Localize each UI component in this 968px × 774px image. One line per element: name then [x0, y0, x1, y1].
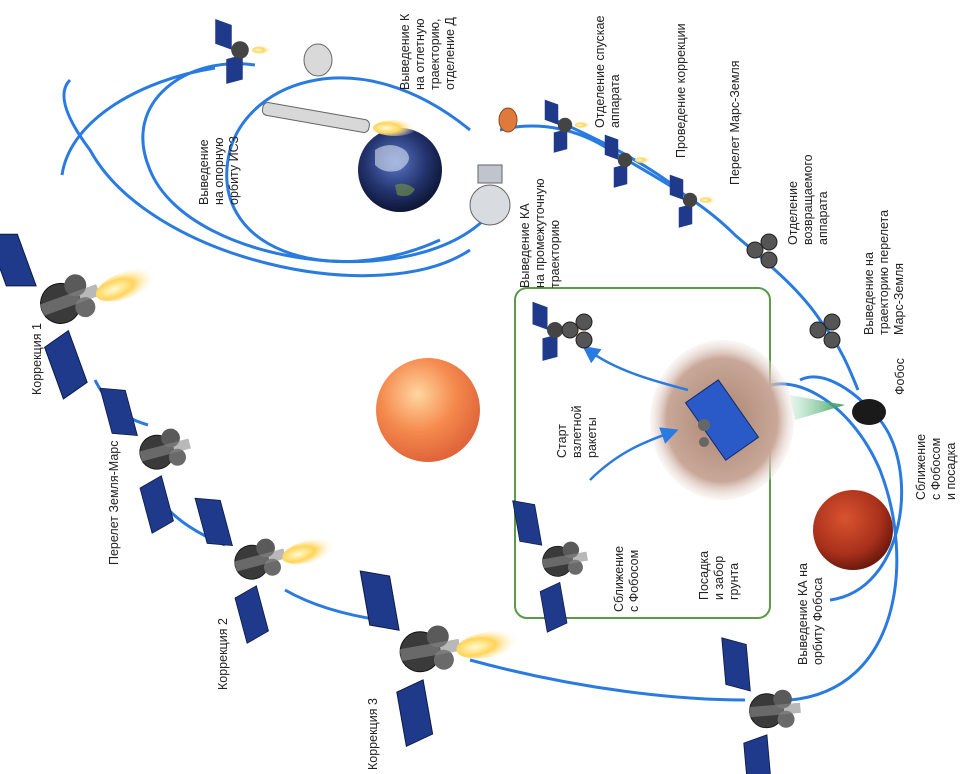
transfer-orbit-leg5: [469, 658, 746, 702]
lander-on-phobos: [684, 379, 760, 461]
label-line: аппарата: [608, 74, 622, 128]
label-line: орбиту ИСЗ: [227, 135, 241, 205]
return-capsule-separation: [746, 233, 778, 269]
label-line: Выведение: [197, 139, 211, 205]
spacecraft-descent-separation: [544, 99, 592, 153]
label-perelet-zemlya-mars: Перелет Земля-Марс: [107, 441, 122, 565]
transfer-orbit-outer: [62, 78, 471, 278]
label-line: Коррекция 3: [366, 698, 380, 770]
spacecraft-inset-approach: [512, 500, 588, 633]
launch-rocket: [261, 102, 417, 136]
label-vyvedenie-opornaya: Выведение на опорную орбиту ИСЗ: [197, 136, 242, 205]
label-fobos: Фобос: [893, 358, 908, 395]
label-vyvedenie-orbita-fobosa: Выведение КА на орбиту Фобоса: [796, 563, 826, 665]
label-korrektsiya-2: Коррекция 2: [216, 618, 231, 690]
label-line: Отделение: [786, 181, 800, 245]
label-line: Выведение на: [862, 252, 876, 335]
spacecraft-layer: [0, 18, 841, 774]
label-line: траекторию,: [428, 18, 442, 90]
label-line: Сближение: [914, 433, 928, 500]
label-line: Коррекция 2: [216, 618, 230, 690]
label-line: Сближение: [612, 545, 626, 612]
label-otdelenie-spusk: Отделение спускае аппарата: [593, 16, 623, 128]
label-line: Перелет Земля-Марс: [107, 440, 121, 565]
return-stage-mars-earth: [809, 313, 841, 349]
spacecraft-mars-earth: [669, 174, 717, 228]
label-sblizhenie-posadka: Сближение с Фобосом и посадка: [914, 434, 959, 500]
label-line: с Фобосом: [627, 549, 641, 612]
phobos-capture-orbit: [759, 382, 899, 702]
mars-orbit-inner: [799, 375, 904, 602]
label-line: на промежуточную: [533, 178, 547, 288]
label-provedenie-korrektsii: Проведение коррекции: [674, 23, 689, 158]
label-line: Перелет Марс-Земля: [728, 60, 742, 185]
earth: [358, 128, 442, 212]
label-start-vzletnoy: Старт взлетной ракеты: [555, 406, 600, 458]
label-sblizhenie-s-fobosom: Сближение с Фобосом: [612, 546, 642, 612]
spacecraft-parking-orbit: [215, 18, 272, 84]
label-line: Марс-Земля: [892, 262, 906, 335]
sun: [376, 358, 480, 462]
spacecraft-intermediate: [469, 164, 511, 226]
label-line: Выведение КА на: [796, 562, 810, 665]
label-vyvedenie-mars-zemlya: Выведение на траекторию перелета Марс-Зе…: [862, 210, 907, 335]
label-korrektsiya-3: Коррекция 3: [366, 698, 381, 770]
label-korrektsiya-1: Коррекция 1: [30, 323, 45, 395]
label-line: орбиту Фобоса: [811, 577, 825, 665]
label-line: на опорную: [212, 137, 226, 205]
spacecraft-correction-3: [359, 570, 520, 747]
spacecraft-return-correction: [604, 134, 652, 188]
label-otdelenie-vozvrash: Отделение возвращаемого аппарата: [786, 154, 831, 245]
spacecraft-correction-1: [0, 233, 157, 400]
label-line: взлетной: [570, 405, 584, 458]
label-line: возвращаемого: [801, 154, 815, 245]
inset-arrow-approach: [589, 427, 679, 481]
label-line: с Фобосом: [929, 437, 943, 500]
spacecraft-correction-2: [194, 497, 336, 644]
mars: [813, 490, 893, 570]
label-line: Старт: [555, 424, 569, 458]
label-line: отделение Д: [443, 17, 457, 90]
label-line: Выведение К: [398, 13, 412, 90]
label-line: Проведение коррекции: [674, 23, 688, 158]
label-posadka-zabor: Посадка и забор грунта: [697, 551, 742, 600]
label-line: на отлетную: [413, 18, 427, 90]
label-line: ракеты: [585, 417, 599, 458]
label-perelet-mars-zemlya: Перелет Марс-Земля: [728, 61, 743, 185]
label-line: аппарата: [816, 191, 830, 245]
label-line: грунта: [727, 562, 741, 600]
label-line: Коррекция 1: [30, 323, 44, 395]
label-line: и посадка: [944, 442, 958, 500]
phobos: [790, 395, 886, 425]
label-line: Отделение спускае: [593, 15, 607, 128]
label-vyvedenie-otletnaya: Выведение К на отлетную траекторию, отде…: [398, 14, 458, 90]
label-line: и забор: [712, 555, 726, 600]
label-line: Выведение КА: [518, 203, 532, 288]
label-line: траекторию перелета: [877, 209, 891, 335]
spacecraft-phobos-orbit: [721, 637, 801, 774]
label-vyvedenie-promezh: Выведение КА на промежуточную траекторию: [518, 179, 563, 288]
inset-arrow-launch: [582, 345, 689, 392]
return-path: [499, 124, 860, 391]
label-line: Фобос: [893, 358, 907, 395]
spacecraft-transfer: [99, 387, 191, 534]
transfer-orbit-leg1: [60, 66, 216, 176]
departure-module: [303, 43, 333, 77]
label-line: траекторию: [548, 219, 562, 288]
label-line: Посадка: [697, 550, 711, 600]
ascent-stage-inset: [561, 313, 593, 349]
descent-capsule: [498, 107, 518, 133]
